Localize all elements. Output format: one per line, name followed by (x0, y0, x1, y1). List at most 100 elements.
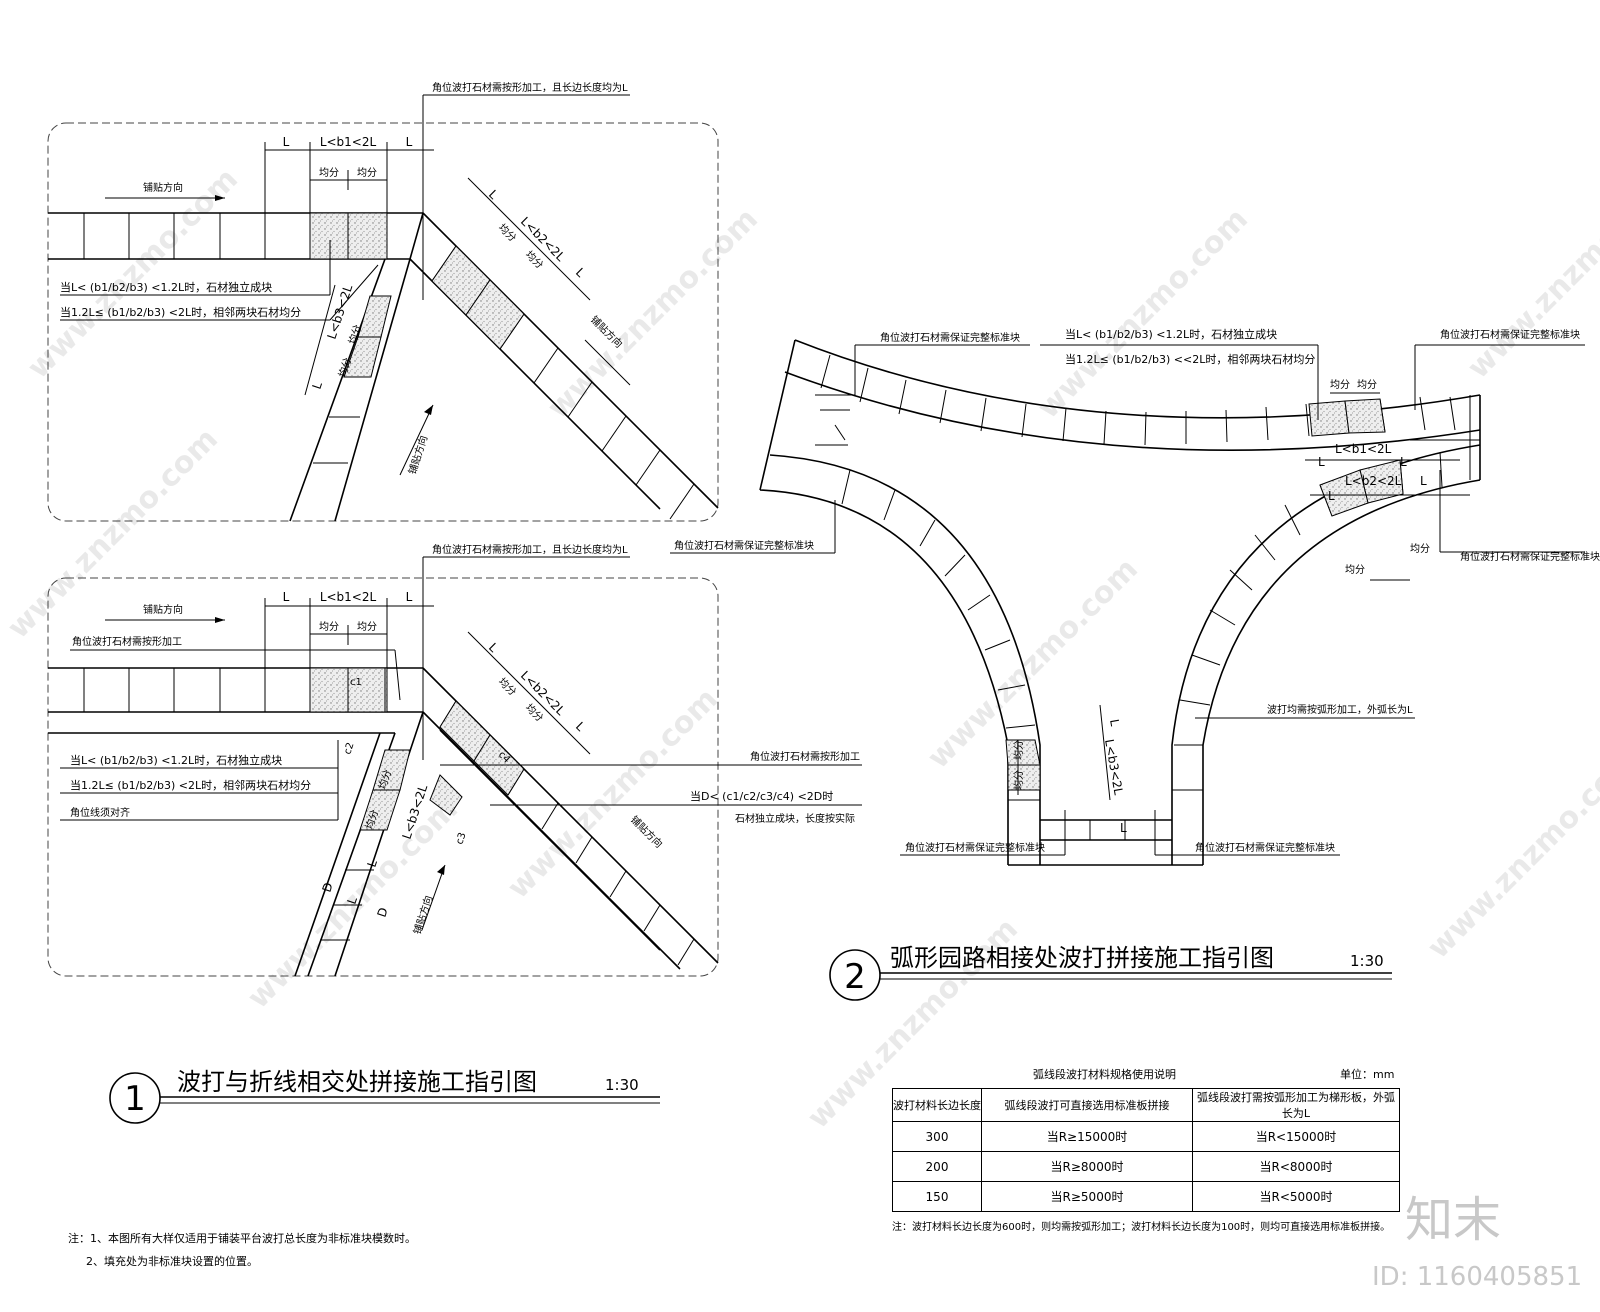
table-cell: 200 (892, 1151, 982, 1182)
dim-even: 均分 (1410, 543, 1430, 555)
dim-D: D (320, 881, 336, 894)
diagram1-panel-a: L L<b1<2L L 均分 均分 角位波打石材需按形加工，且长边长度均为L 铺… (47, 81, 719, 522)
label: 角位波打石材需保证完整标准块 (880, 331, 1020, 344)
dim-L: L (406, 135, 413, 149)
watermark: www.znzmo.com (1461, 162, 1600, 386)
right-label: 角位波打石材需按形加工 (750, 750, 860, 763)
dim-even: 均分 (319, 621, 339, 633)
diagram-scale: 1:30 (1350, 952, 1384, 970)
dim-L: L (345, 895, 360, 906)
title-number: 1 (124, 1079, 146, 1119)
diagram-title: 波打与折线相交处拼接施工指引图 (177, 1068, 537, 1096)
rule-text: 当1.2L≤ (b1/b2/b3) <2L时，相邻两块石材均分 (70, 778, 311, 792)
table-cell: 当R<5000时 (1192, 1181, 1400, 1212)
dim-even: 均分 (357, 621, 377, 633)
dim-even: 均分 (363, 808, 381, 831)
rule-text: 当L< (b1/b2/b3) <1.2L时，石材独立成块 (1065, 327, 1277, 341)
label: 角位波打石材需保证完整标准块 (1460, 550, 1600, 563)
table-row: 150 当R≥5000时 当R<5000时 (892, 1181, 1400, 1212)
c3-label: c3 (454, 831, 468, 846)
diagram1-panel-b: c1 L L<b (47, 543, 862, 977)
spec-table: 波打材料长边长度 弧线段波打可直接选用标准板拼接 弧线段波打需按弧形加工为梯形板… (892, 1088, 1400, 1212)
dim-even: 均分 (1013, 740, 1025, 760)
table-row: 200 当R≥8000时 当R<8000时 (892, 1151, 1400, 1182)
watermark: www.znzmo.com (1031, 202, 1255, 426)
table-cell: 当R≥5000时 (981, 1181, 1193, 1212)
dim-even: 均分 (376, 768, 394, 791)
dim-L: L (573, 719, 588, 734)
dim-even: 均分 (1357, 379, 1377, 391)
table-cell: 300 (892, 1121, 982, 1152)
rule-text: 当L< (b1/b2/b3) <1.2L时，石材独立成块 (70, 753, 282, 767)
dim-even: 均分 (1345, 564, 1365, 576)
table-cell: 当R<8000时 (1192, 1151, 1400, 1182)
dim-L: L (1107, 718, 1122, 727)
label: 角位波打石材需保证完整标准块 (1195, 841, 1335, 854)
table-title: 弧线段波打材料规格使用说明 (1033, 1067, 1176, 1081)
direction-label: 铺贴方向 (143, 603, 183, 616)
right-label: 石材独立成块，长度按实际 (735, 812, 855, 825)
diagram-scale: 1:30 (605, 1076, 639, 1094)
table-header: 弧线段波打需按弧形加工为梯形板，外弧长为L (1192, 1088, 1400, 1122)
top-label: 角位波打石材需按形加工，且长边长度均为L (432, 81, 628, 94)
dim-L: L (486, 187, 501, 202)
dim-even: 均分 (357, 167, 377, 179)
label: 角位波打石材需保证完整标准块 (905, 841, 1045, 854)
dim-L: L (365, 858, 380, 869)
table-note: 注：波打材料长边长度为600时，则均需按弧形加工；波打材料长边长度为100时，则… (892, 1222, 1391, 1233)
dim-L: L (1400, 455, 1407, 469)
dim-b2: L<b2<2L (1345, 474, 1402, 488)
dim-D: D (375, 906, 391, 919)
rule-text: 当1.2L≤ (b1/b2/b3) <<2L时，相邻两块石材均分 (1065, 352, 1315, 366)
dim-L: L (486, 640, 501, 655)
direction-label: 铺贴方向 (628, 813, 665, 850)
diagram2: 角位波打石材需保证完整标准块 当L< (b1/b2/b3) <1.2L时，石材独… (670, 327, 1600, 1001)
dim-L: L (1328, 489, 1335, 503)
diagram-title: 弧形园路相接处波打拼接施工指引图 (890, 944, 1274, 972)
dim-even: 均分 (523, 702, 546, 725)
note-line: 注：1、本图所有大样仅适用于铺装平台波打总长度为非标准块模数时。 (68, 1232, 416, 1245)
table-cell: 150 (892, 1181, 982, 1212)
title-number: 2 (844, 957, 866, 997)
dim-b1: L<b1<2L (1335, 442, 1392, 456)
dim-even: 均分 (346, 323, 364, 346)
right-label: 当D< (c1/c2/c3/c4) <2D时 (690, 789, 833, 803)
logo: 知末 (1405, 1192, 1502, 1248)
label: 角位波打石材需保证完整标准块 (1440, 328, 1580, 341)
dim-L: L (283, 135, 290, 149)
table-header-row: 波打材料长边长度 弧线段波打可直接选用标准板拼接 弧线段波打需按弧形加工为梯形板… (892, 1088, 1400, 1122)
direction-label: 铺贴方向 (410, 894, 435, 936)
dim-L: L (1120, 821, 1127, 835)
dim-b1: L<b1<2L (320, 135, 377, 149)
table-cell: 当R≥15000时 (981, 1121, 1193, 1152)
dim-even: 均分 (1330, 379, 1350, 391)
dim-even: 均分 (336, 356, 354, 379)
c2-label: c2 (342, 741, 356, 756)
direction-label: 铺贴方向 (143, 181, 183, 194)
table-cell: 当R<15000时 (1192, 1121, 1400, 1152)
c1-label: c1 (350, 677, 362, 688)
dim-L: L (1318, 455, 1325, 469)
dim-even: 均分 (1013, 770, 1025, 790)
image-id: ID: 1160405851 (1372, 1262, 1583, 1292)
rule-text: 当L< (b1/b2/b3) <1.2L时，石材独立成块 (60, 280, 272, 294)
table-row: 300 当R≥15000时 当R<15000时 (892, 1121, 1400, 1152)
dim-L: L (573, 265, 588, 280)
label: 波打均需按弧形加工，外弧长为L (1267, 703, 1413, 716)
dim-L: L (283, 590, 290, 604)
top-label: 角位波打石材需按形加工，且长边长度均为L (432, 543, 628, 556)
dim-L: L (1420, 474, 1427, 488)
table-unit: 单位：mm (1340, 1067, 1394, 1081)
dim-b1: L<b1<2L (320, 590, 377, 604)
rule-text: 角位线须对齐 (70, 806, 130, 819)
watermark: www.znzmo.com (1, 422, 225, 646)
watermark: www.znzmo.com (541, 202, 765, 426)
dim-L: L (406, 590, 413, 604)
corner-label: 角位波打石材需按形加工 (72, 635, 182, 648)
dim-b3: L<b3<2L (1102, 738, 1126, 796)
rule-text: 当1.2L≤ (b1/b2/b3) <2L时，相邻两块石材均分 (60, 305, 301, 319)
table-header: 弧线段波打可直接选用标准板拼接 (981, 1088, 1193, 1122)
dim-L: L (310, 380, 325, 391)
watermark: www.znzmo.com (21, 162, 245, 386)
